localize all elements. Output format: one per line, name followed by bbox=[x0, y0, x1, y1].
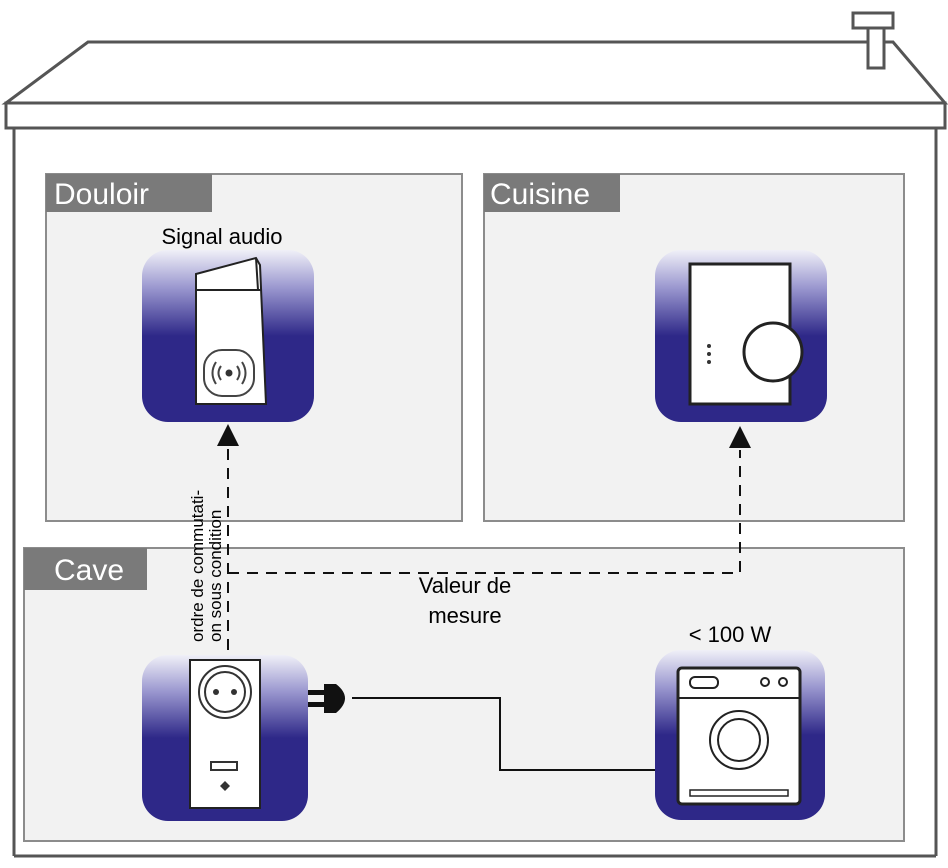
measurement-label-line2: mesure bbox=[428, 603, 501, 628]
room-label-basement: Cave bbox=[54, 554, 124, 587]
smart-plug-icon bbox=[142, 655, 308, 821]
audio-device-icon bbox=[142, 250, 314, 422]
measurement-line bbox=[228, 450, 741, 574]
switch-order-label-line1: ordre de commutati- bbox=[188, 490, 207, 642]
chimney bbox=[866, 26, 886, 70]
measurement-label-line1: Valeur de bbox=[419, 573, 512, 598]
switch-order-label-line2: on sous condition bbox=[206, 510, 225, 642]
arrow-up-icon bbox=[217, 424, 239, 446]
room-label-kitchen: Cuisine bbox=[490, 178, 590, 211]
arrow-up-icon bbox=[729, 426, 751, 448]
chimney-cap bbox=[851, 11, 895, 30]
signal-lines bbox=[217, 424, 751, 650]
roof-eave bbox=[4, 101, 947, 130]
room-label-bg bbox=[24, 548, 147, 590]
power-cable bbox=[352, 697, 655, 771]
washing-machine-icon bbox=[655, 650, 825, 820]
roof bbox=[1, 40, 948, 105]
power-plug-icon bbox=[308, 684, 345, 713]
audio-signal-label: Signal audio bbox=[161, 224, 282, 249]
power-threshold-label: < 100 W bbox=[689, 622, 772, 647]
room-kitchen: Cuisine bbox=[483, 173, 905, 522]
wall-thermostat-icon bbox=[655, 250, 827, 422]
room-label-bg bbox=[46, 174, 212, 212]
house-outline bbox=[1, 11, 948, 858]
room-label-bg bbox=[484, 174, 620, 212]
room-label-bedroom: Douloir bbox=[54, 178, 149, 211]
